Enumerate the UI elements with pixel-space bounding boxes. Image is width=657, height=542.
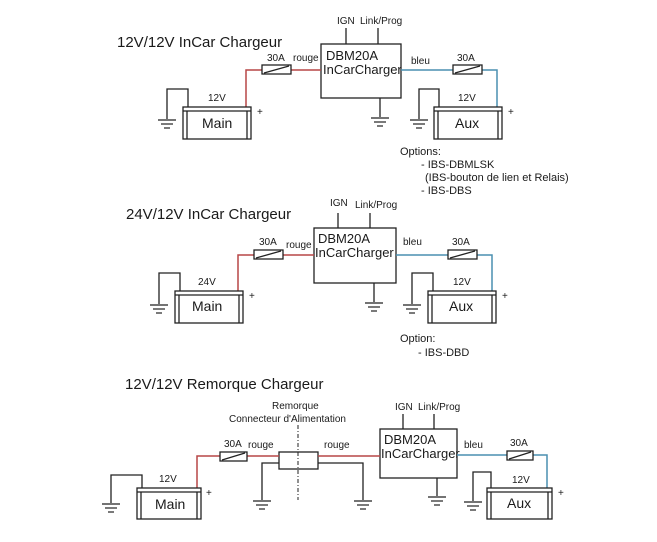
- ground-icon: [252, 500, 272, 510]
- red-wire: [196, 455, 220, 489]
- fuse-label: 30A: [452, 237, 470, 248]
- ground-wire: [318, 462, 364, 500]
- main-battery: [136, 487, 202, 520]
- plus-terminal-icon: +: [558, 488, 564, 499]
- ground-wire: [261, 462, 279, 500]
- charger-model: DBM20A: [318, 231, 370, 246]
- link-prog-label: Link/Prog: [355, 200, 397, 211]
- charger-name: InCarCharger: [323, 62, 402, 77]
- fuse-element: [508, 451, 532, 460]
- fuse-element: [263, 65, 290, 74]
- ground-icon: [409, 119, 429, 129]
- wire-color-label: rouge: [248, 440, 274, 451]
- charger-name: InCarCharger: [315, 245, 394, 260]
- ground-icon: [402, 304, 422, 314]
- battery-voltage: 24V: [198, 277, 216, 288]
- charger-model: DBM20A: [384, 432, 436, 447]
- aux-battery: [486, 487, 553, 520]
- fuse-element: [255, 250, 282, 259]
- battery-ground-wire: [110, 474, 143, 503]
- diagram-title: 12V/12V InCar Chargeur: [117, 34, 282, 51]
- options-title: Options:: [400, 146, 441, 158]
- fuse-label: 30A: [510, 438, 528, 449]
- wire-color-label: bleu: [403, 237, 422, 248]
- plus-terminal-icon: +: [206, 488, 212, 499]
- option-item: (IBS-bouton de lien et Relais): [425, 172, 569, 184]
- battery-voltage: 12V: [458, 93, 476, 104]
- fuse-element: [449, 250, 476, 259]
- blue-wire: [533, 454, 548, 489]
- battery-label: Main: [192, 298, 222, 314]
- fuse-label: 30A: [259, 237, 277, 248]
- battery-ground-wire: [418, 88, 440, 119]
- battery-ground-wire: [411, 272, 434, 304]
- charger-name: InCarCharger: [381, 446, 460, 461]
- fuse-label: 30A: [267, 53, 285, 64]
- link-prog-label: Link/Prog: [360, 16, 402, 27]
- battery-label: Aux: [449, 298, 473, 314]
- red-wire: [237, 254, 254, 292]
- wire-color-label: bleu: [464, 440, 483, 451]
- battery-ground-wire: [472, 471, 492, 501]
- ground-icon: [427, 496, 447, 506]
- battery-voltage: 12V: [453, 277, 471, 288]
- ground-icon: [364, 302, 384, 312]
- fuse-label: 30A: [224, 439, 242, 450]
- blue-wire: [482, 69, 498, 108]
- diagram-12v-incar: 12V/12V InCar Chargeur DBM20A InCarCharg…: [117, 16, 569, 197]
- red-wire: [245, 69, 262, 108]
- charger-box: [379, 428, 458, 479]
- aux-battery: [433, 106, 503, 140]
- battery-label: Aux: [507, 495, 531, 511]
- plus-terminal-icon: +: [508, 107, 514, 118]
- ign-label: IGN: [337, 16, 355, 27]
- battery-voltage: 12V: [208, 93, 226, 104]
- option-item: - IBS-DBMLSK: [421, 159, 495, 171]
- ground-icon: [370, 117, 390, 127]
- fuse-element: [221, 452, 246, 461]
- wire-color-label: rouge: [324, 440, 350, 451]
- battery-voltage: 12V: [512, 475, 530, 486]
- options-title: Option:: [400, 333, 435, 345]
- battery-ground-wire: [166, 88, 189, 119]
- connector-label: Remorque: [272, 401, 319, 412]
- link-prog-label: Link/Prog: [418, 402, 460, 413]
- charger-box: [320, 43, 402, 99]
- fuse-label: 30A: [457, 53, 475, 64]
- battery-voltage: 12V: [159, 474, 177, 485]
- ign-label: IGN: [395, 402, 413, 413]
- diagram-title: 24V/12V InCar Chargeur: [126, 206, 291, 223]
- main-battery: [174, 290, 244, 324]
- plus-terminal-icon: +: [502, 291, 508, 302]
- ground-icon: [149, 304, 169, 314]
- wire-color-label: rouge: [293, 53, 319, 64]
- ground-icon: [157, 119, 177, 129]
- aux-battery: [427, 290, 497, 324]
- plus-terminal-icon: +: [257, 107, 263, 118]
- fuse-element: [454, 65, 481, 74]
- battery-label: Aux: [455, 115, 479, 131]
- plus-terminal-icon: +: [249, 291, 255, 302]
- battery-ground-wire: [158, 272, 181, 304]
- diagram-title: 12V/12V Remorque Chargeur: [125, 376, 323, 393]
- ground-icon: [101, 503, 121, 513]
- connector-label: Connecteur d'Alimentation: [229, 414, 346, 425]
- battery-label: Main: [155, 496, 185, 512]
- ground-icon: [353, 500, 373, 510]
- option-item: - IBS-DBS: [421, 185, 472, 197]
- ground-icon: [463, 501, 483, 511]
- main-battery: [182, 106, 252, 140]
- battery-label: Main: [202, 115, 232, 131]
- ign-label: IGN: [330, 198, 348, 209]
- blue-wire: [477, 254, 493, 292]
- wire-color-label: bleu: [411, 56, 430, 67]
- wire-color-label: rouge: [286, 240, 312, 251]
- charger-model: DBM20A: [326, 48, 378, 63]
- option-item: - IBS-DBD: [418, 347, 469, 359]
- diagram-12v-trailer: 12V/12V Remorque Chargeur Remorque Conne…: [101, 376, 564, 520]
- diagram-24v-incar: 24V/12V InCar Chargeur DBM20A InCarCharg…: [126, 198, 508, 359]
